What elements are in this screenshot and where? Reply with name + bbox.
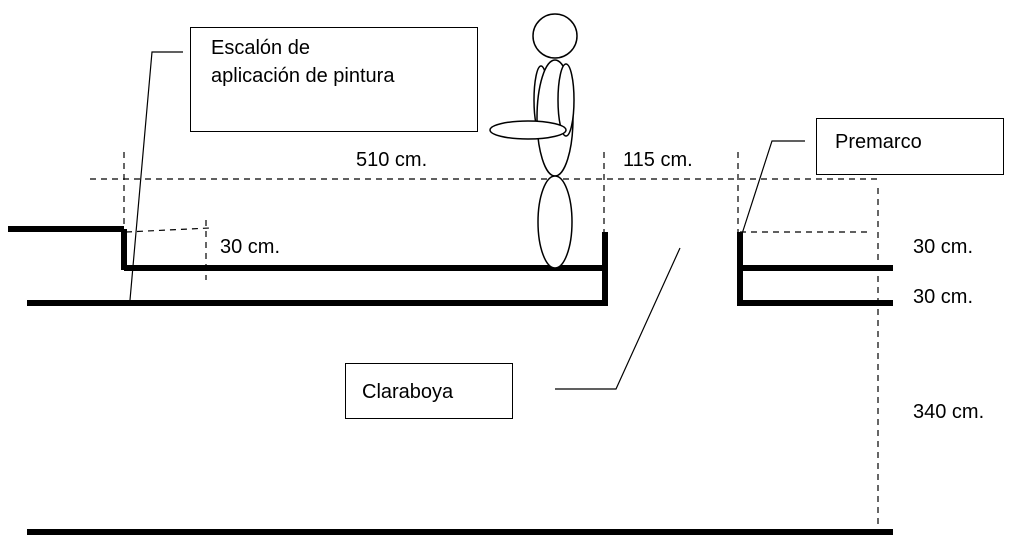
claraboya-leader-line: [555, 247, 681, 390]
person-legs: [537, 175, 573, 269]
dimension-left-step-height: 30 cm.: [220, 236, 281, 258]
person-tray: [489, 120, 567, 140]
escalon-label-line1: Escalón de: [211, 37, 310, 59]
escalon-label-box: Escalón de aplicación de pintura: [190, 27, 478, 132]
person-front-arm: [557, 63, 575, 137]
escalon-label-line2: aplicación de pintura: [211, 65, 395, 87]
premarco-leader-line: [740, 140, 805, 238]
escalon-leader-line: [129, 51, 183, 301]
dimension-top-width: 510 cm.: [356, 149, 428, 171]
claraboya-label: Claraboya: [362, 381, 454, 403]
person-figure: [489, 13, 578, 269]
premarco-label: Premarco: [835, 131, 922, 153]
dimension-right-top-height: 30 cm.: [913, 236, 974, 258]
dimension-total-height: 340 cm.: [913, 401, 985, 423]
claraboya-label-box: Claraboya: [345, 363, 513, 419]
left-step-top-dashed-guide: [125, 227, 211, 233]
dimension-gap-width: 115 cm.: [623, 149, 693, 171]
dimension-right-bottom-height: 30 cm.: [913, 286, 974, 308]
person-head: [532, 13, 578, 59]
premarco-label-box: Premarco: [816, 118, 1004, 175]
